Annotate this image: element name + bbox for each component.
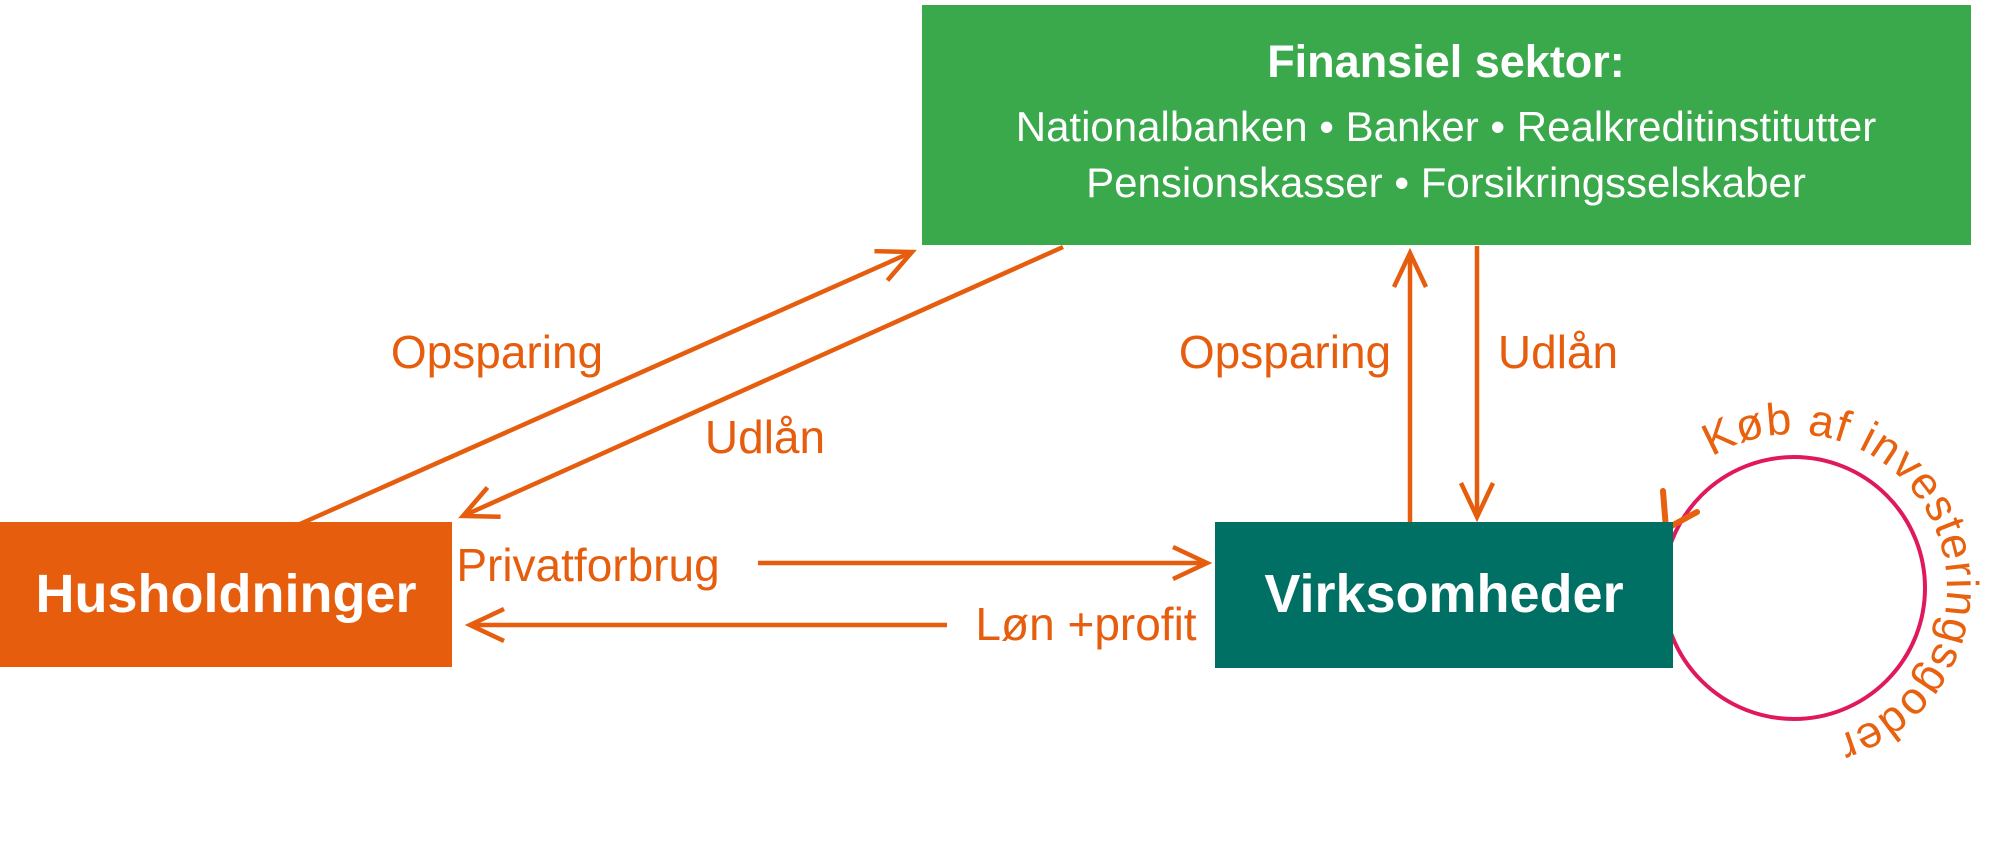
financial-sector-rect — [922, 5, 1971, 245]
firms-box: Virksomheder — [1215, 522, 1673, 668]
financial-sector-line2: Nationalbanken • Banker • Realkreditinst… — [1016, 103, 1877, 150]
firms-rect — [1215, 522, 1673, 668]
label-wages-profit: Løn +profit — [975, 598, 1196, 650]
label-firms-saving: Opsparing — [1179, 326, 1391, 378]
households-box: Husholdninger — [0, 522, 452, 667]
label-households-lending: Udlån — [705, 411, 825, 463]
arrow-financial-to-households — [458, 244, 1064, 519]
financial-sector-line3: Pensionskasser • Forsikringsselskaber — [1086, 159, 1806, 206]
investment-loop-label: Køb af investeringsgoder — [1694, 393, 1989, 775]
firms-label: Virksomheder — [1264, 564, 1623, 624]
investment-loop-circle — [1661, 455, 1927, 721]
label-firms-lending: Udlån — [1498, 326, 1618, 378]
arrow-households-to-financial — [299, 248, 917, 527]
label-private-consumption: Privatforbrug — [456, 539, 719, 591]
households-rect — [0, 522, 452, 667]
households-label: Husholdninger — [36, 564, 417, 624]
financial-sector-box: Finansiel sektor: Nationalbanken • Banke… — [922, 5, 1971, 245]
label-households-saving: Opsparing — [391, 326, 603, 378]
financial-sector-title: Finansiel sektor: — [1267, 36, 1625, 87]
